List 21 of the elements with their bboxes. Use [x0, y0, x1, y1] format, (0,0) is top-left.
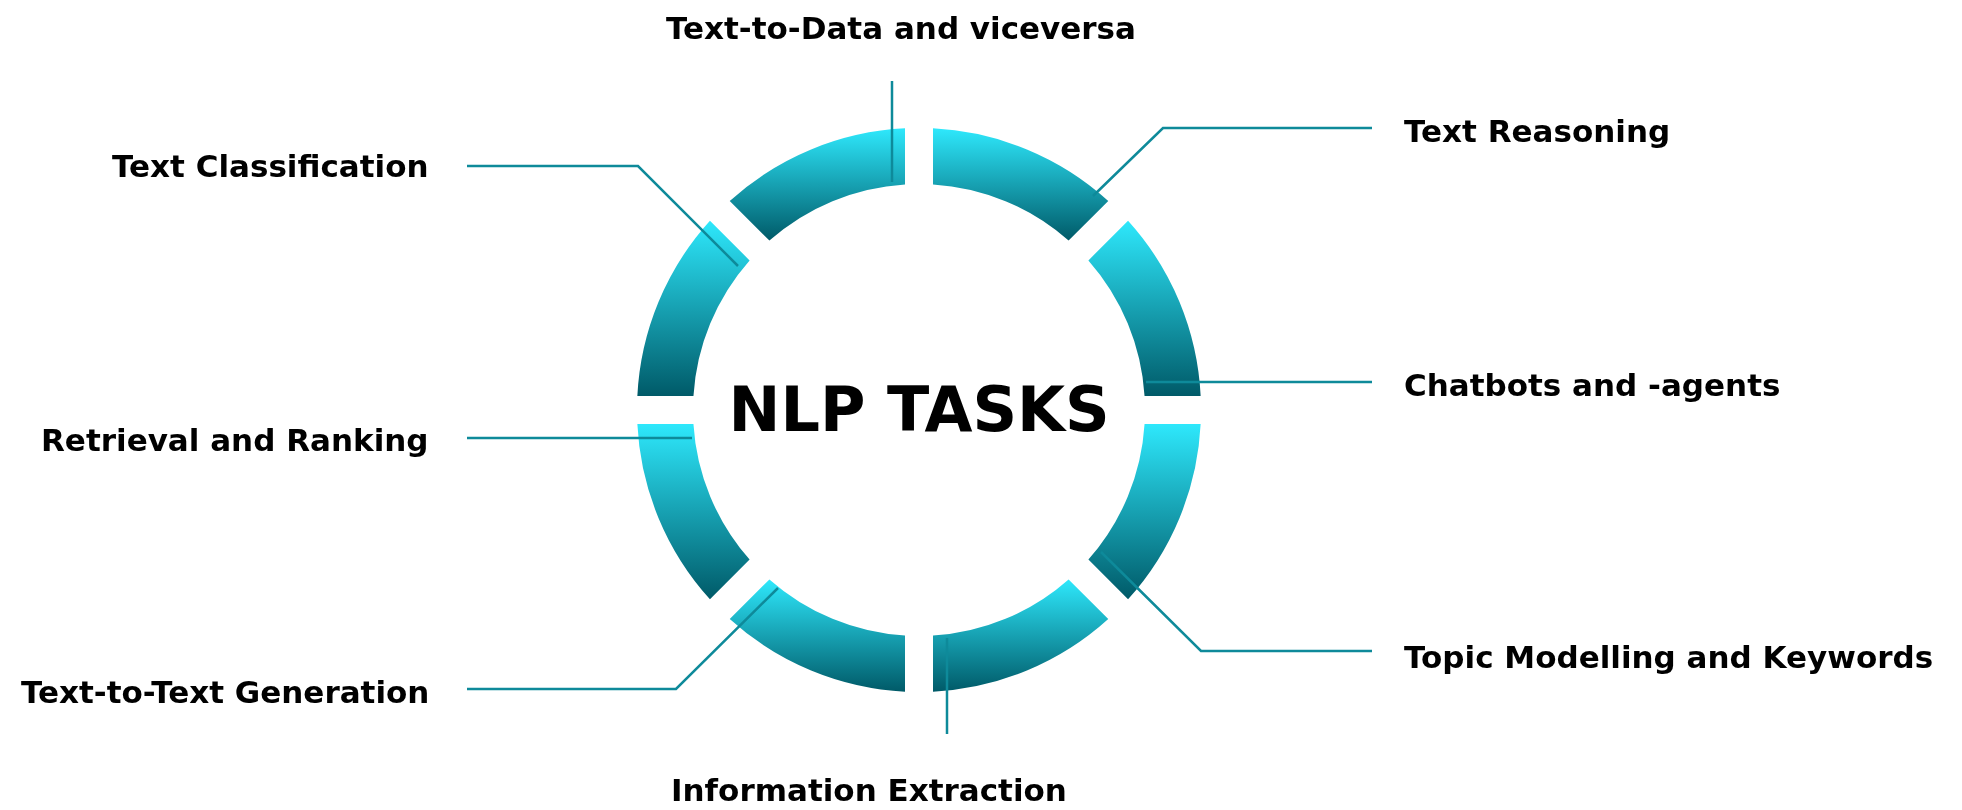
ring-segment: [729, 579, 905, 692]
leader-line: [945, 638, 949, 734]
ring-segment: [933, 579, 1109, 692]
leader-line: [467, 587, 779, 691]
leader-line: [1100, 551, 1372, 653]
ring-segment: [729, 128, 905, 241]
task-label: Text-to-Text Generation: [21, 673, 430, 711]
task-label: Topic Modelling and Keywords: [1404, 638, 1934, 676]
task-label: Chatbots and -agents: [1404, 366, 1781, 404]
task-label: Text-to-Data and viceversa: [666, 9, 1136, 47]
ring-segment: [933, 128, 1109, 241]
leader-line: [467, 436, 692, 440]
leader-line: [890, 81, 894, 182]
task-label: Text Reasoning: [1404, 112, 1671, 150]
leader-line: [1146, 380, 1372, 384]
center-title: NLP TASKS: [728, 373, 1110, 448]
task-label: Retrieval and Ranking: [41, 421, 429, 459]
task-label: Text Classification: [112, 147, 429, 185]
leader-line: [1092, 126, 1372, 197]
leader-line: [467, 164, 739, 267]
task-label: Information Extraction: [671, 771, 1067, 809]
